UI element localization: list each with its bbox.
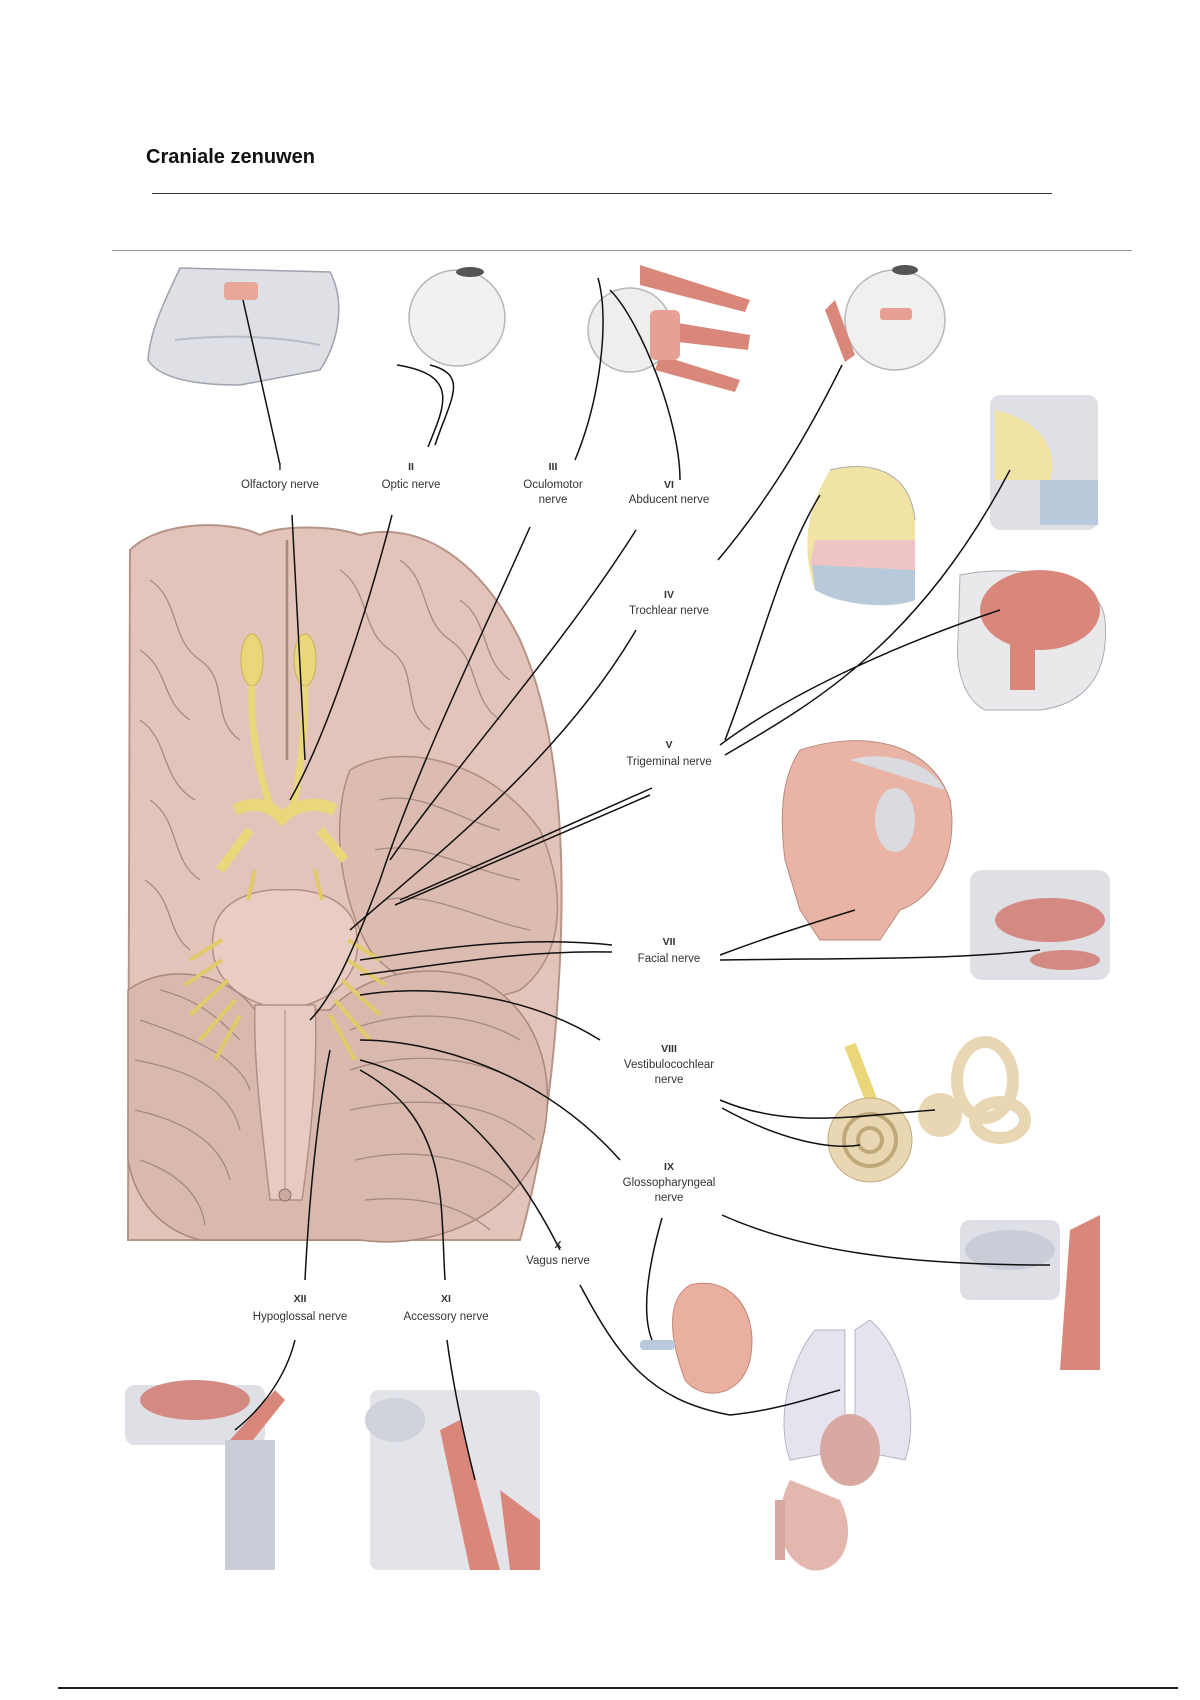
neck-accessory-illustration (365, 1390, 540, 1570)
svg-text:II: II (408, 461, 414, 473)
svg-text:Vagus nerve: Vagus nerve (526, 1255, 590, 1267)
brain-illustration (126, 524, 563, 1243)
olfactory-tracts (240, 633, 317, 812)
svg-text:Trigeminal nerve: Trigeminal nerve (626, 756, 711, 768)
svg-text:IV: IV (664, 589, 674, 601)
nerve-roots (183, 869, 387, 1061)
nerve-label-VI: VI Abducent nerve (629, 479, 710, 506)
svg-text:XII: XII (294, 1293, 307, 1305)
svg-text:Vestibulocochlear: Vestibulocochlear (624, 1059, 714, 1071)
face-sensory-illustration (807, 466, 916, 606)
inner-ear-illustration (827, 1036, 1031, 1183)
optic-chiasm (216, 798, 349, 873)
leader-lines (234, 277, 1051, 1481)
nerve-label-XI: XI Accessory nerve (403, 1293, 488, 1323)
sinus-illustration (990, 395, 1098, 530)
svg-text:XI: XI (441, 1293, 451, 1305)
nerve-label-IX: IX Glossopharyngeal nerve (623, 1161, 716, 1204)
svg-text:III: III (549, 461, 558, 473)
svg-text:V: V (665, 739, 672, 751)
svg-text:Glossopharyngeal: Glossopharyngeal (623, 1177, 716, 1189)
tongue-illustration (970, 870, 1110, 980)
page-title: Craniale zenuwen (146, 146, 315, 168)
tongue-hypoglossal-illustration (125, 1380, 285, 1570)
svg-text:Facial nerve: Facial nerve (638, 953, 701, 965)
nasal-cavity-illustration (147, 267, 340, 386)
svg-text:Accessory nerve: Accessory nerve (403, 1311, 488, 1323)
nerve-label-III: III Oculomotor nerve (523, 461, 583, 506)
page-bottom-rule (58, 1687, 1178, 1689)
svg-text:nerve: nerve (655, 1192, 684, 1204)
svg-text:nerve: nerve (655, 1074, 684, 1086)
svg-text:I: I (279, 461, 282, 473)
eyeball-optic-illustration (408, 267, 506, 367)
svg-text:Optic nerve: Optic nerve (382, 479, 441, 491)
extraocular-muscles-illustration (587, 265, 750, 392)
thoraco-abdominal-organs-illustration (775, 1319, 912, 1571)
svg-text:Hypoglossal nerve: Hypoglossal nerve (253, 1311, 348, 1323)
svg-text:nerve: nerve (539, 494, 568, 506)
nerve-label-VIII: VIII Vestibulocochlear nerve (624, 1043, 714, 1086)
nerve-label-I: I Olfactory nerve (241, 461, 319, 491)
nerve-label-X: X Vagus nerve (526, 1239, 590, 1267)
pons (211, 888, 359, 1011)
cerebellum (127, 970, 549, 1243)
temporal-lobe (338, 755, 559, 999)
nerve-label-V: V Trigeminal nerve (626, 739, 711, 768)
skull-temporalis-illustration (956, 570, 1107, 711)
svg-text:Trochlear nerve: Trochlear nerve (629, 605, 709, 617)
svg-text:Abducent nerve: Abducent nerve (629, 494, 710, 506)
svg-text:VIII: VIII (661, 1043, 677, 1055)
svg-text:VI: VI (664, 479, 674, 491)
title-underline (152, 193, 1052, 194)
pharynx-illustration (960, 1215, 1100, 1370)
svg-text:VII: VII (663, 936, 676, 948)
svg-text:Olfactory nerve: Olfactory nerve (241, 479, 319, 491)
svg-text:IX: IX (664, 1161, 674, 1173)
nerve-label-IV: IV Trochlear nerve (629, 589, 709, 617)
svg-text:Oculomotor: Oculomotor (523, 479, 583, 491)
external-ear-illustration (640, 1282, 753, 1394)
eye-superior-oblique-illustration (825, 265, 946, 371)
nerve-label-II: II Optic nerve (382, 461, 441, 491)
nerve-label-XII: XII Hypoglossal nerve (253, 1293, 348, 1323)
nerve-label-VII: VII Facial nerve (638, 936, 701, 965)
facial-muscles-illustration (781, 740, 953, 941)
diagram-top-rule (112, 250, 1132, 251)
svg-text:X: X (554, 1239, 561, 1251)
